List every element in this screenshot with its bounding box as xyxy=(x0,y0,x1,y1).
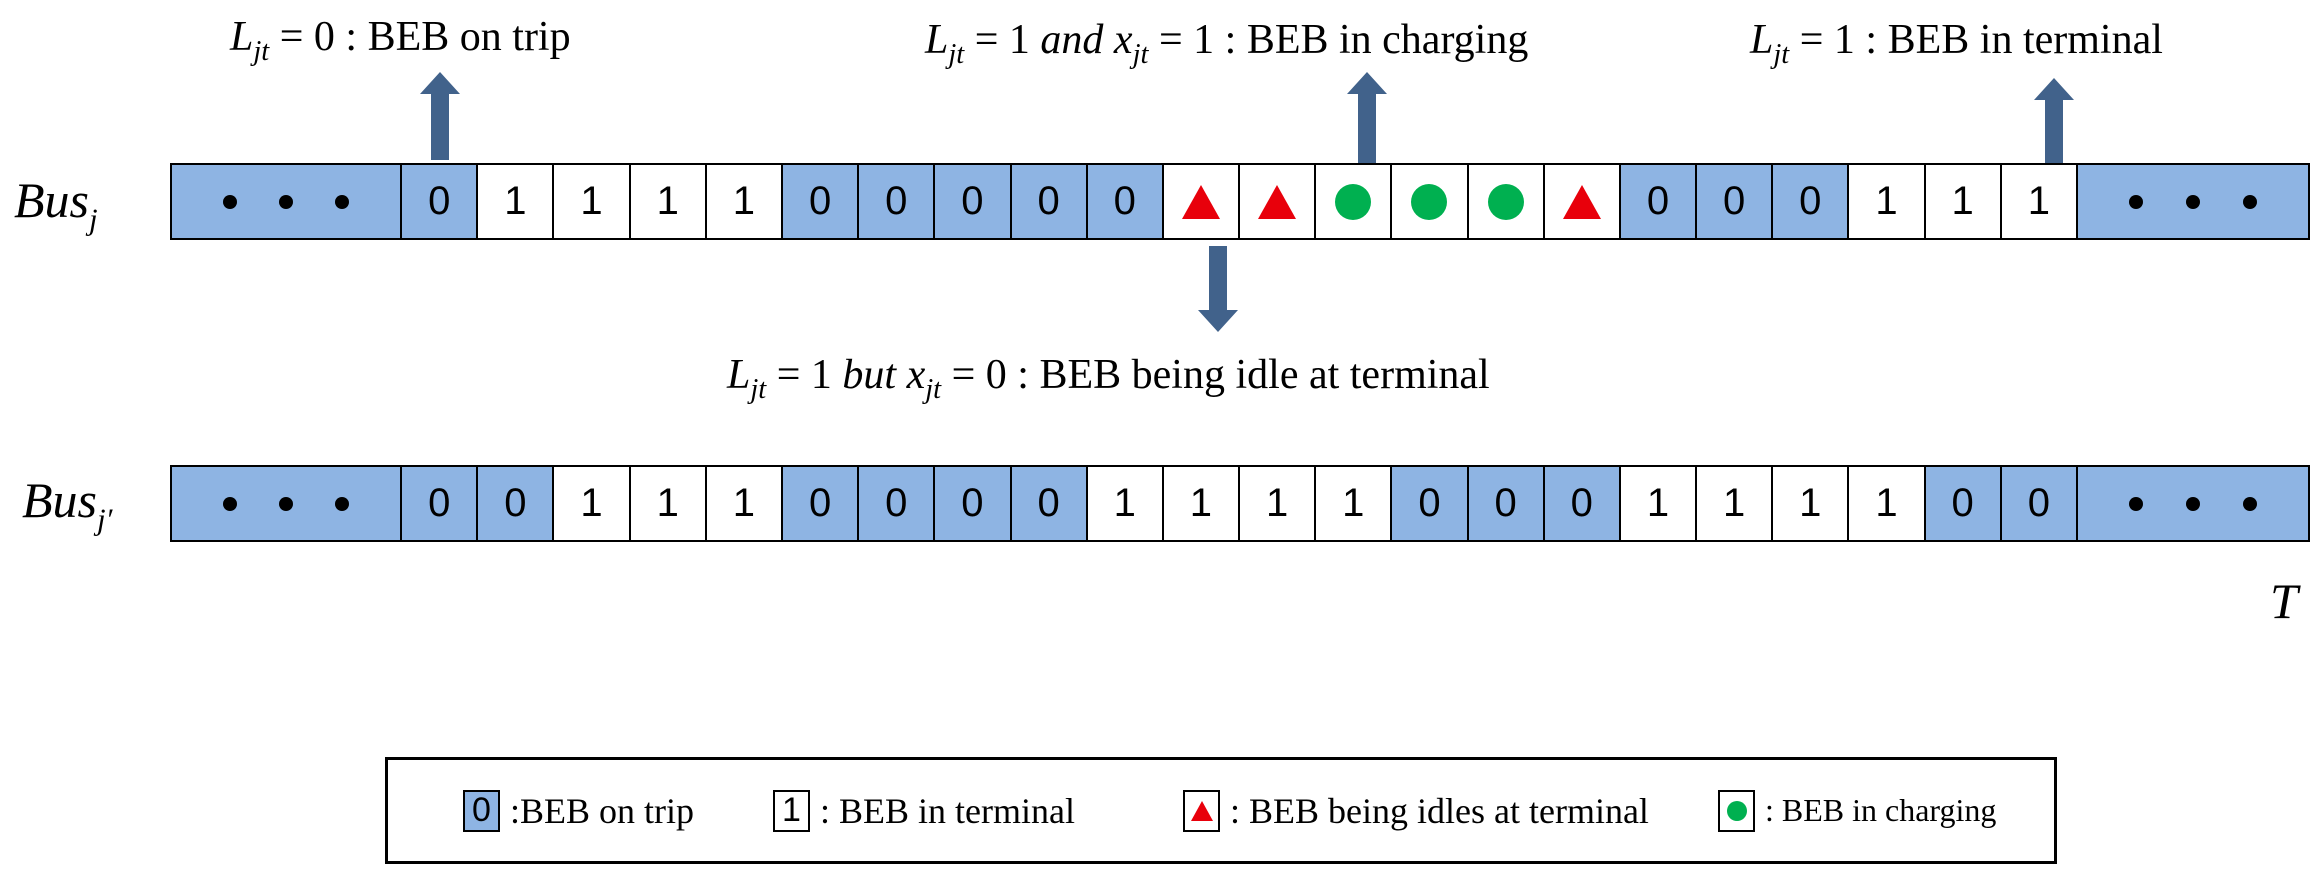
trip-cell: 0 xyxy=(402,467,479,540)
terminal-cell: 1 xyxy=(630,165,707,238)
legend-label-on-trip: :BEB on trip xyxy=(510,790,695,831)
annotation-idle: Ljt = 1 but xjt = 0 : BEB being idle at … xyxy=(727,352,1490,405)
legend-item-charging: : BEB in charging xyxy=(1718,760,1996,861)
dot-icon xyxy=(2242,496,2257,511)
annotation-terminal: Ljt = 1 : BEB in terminal xyxy=(1750,17,2163,70)
annotation-on-trip: Ljt = 0 : BEB on trip xyxy=(230,14,571,67)
terminal-cell: 1 xyxy=(1849,165,1926,238)
ellipsis-cell xyxy=(172,467,403,540)
legend-label-terminal: : BEB in terminal xyxy=(820,790,1075,831)
arrow-up-on-trip xyxy=(420,72,460,160)
legend-label-charging: : BEB in charging xyxy=(1765,792,1997,828)
annotation-charging: Ljt = 1 and xjt = 1 : BEB in charging xyxy=(925,17,1529,70)
trip-cell: 0 xyxy=(1011,467,1088,540)
terminal-cell: 1 xyxy=(1620,467,1698,540)
idle-cell xyxy=(1544,165,1621,238)
ellipsis-cell xyxy=(172,165,403,238)
trip-cell: 0 xyxy=(935,165,1012,238)
triangle-icon xyxy=(1181,184,1220,219)
terminal-cell: 1 xyxy=(1773,467,1850,540)
trip-cell: 0 xyxy=(782,467,860,540)
terminal-cell: 1 xyxy=(2001,165,2078,238)
legend-swatch-on-trip: 0 xyxy=(463,789,500,832)
bus-j-label: Busj xyxy=(14,172,98,237)
ellipsis-cell xyxy=(2077,165,2308,238)
dot-icon xyxy=(335,496,350,511)
idle-cell xyxy=(1163,165,1241,238)
trip-cell: 0 xyxy=(859,467,936,540)
trip-cell: 0 xyxy=(402,165,479,238)
circle-icon xyxy=(1726,800,1747,821)
legend-swatch-idle xyxy=(1183,789,1220,832)
arrow-up-charging xyxy=(1347,72,1387,164)
arrow-up-terminal xyxy=(2034,78,2074,164)
terminal-cell: 1 xyxy=(630,467,707,540)
trip-cell: 0 xyxy=(1925,467,2002,540)
trip-cell: 0 xyxy=(859,165,936,238)
trip-cell: 0 xyxy=(1011,165,1088,238)
dot-icon xyxy=(279,194,294,209)
charging-cell xyxy=(1468,165,1545,238)
terminal-cell: 1 xyxy=(1316,467,1393,540)
dot-icon xyxy=(335,194,350,209)
terminal-cell: 1 xyxy=(478,165,555,238)
dot-icon xyxy=(279,496,294,511)
trip-cell: 0 xyxy=(1773,165,1850,238)
trip-cell: 0 xyxy=(1468,467,1545,540)
legend-swatch-charging xyxy=(1718,789,1755,832)
terminal-cell: 1 xyxy=(1925,165,2002,238)
circle-icon xyxy=(1335,183,1372,220)
triangle-icon xyxy=(1258,184,1297,219)
terminal-cell: 1 xyxy=(554,165,631,238)
terminal-cell: 1 xyxy=(706,467,783,540)
bus-j-prime-label: Busj′ xyxy=(22,472,113,537)
arrow-down-idle xyxy=(1198,246,1238,332)
dot-icon xyxy=(2185,496,2200,511)
circle-icon xyxy=(1487,183,1524,220)
dot-icon xyxy=(2129,194,2144,209)
dot-icon xyxy=(2129,496,2144,511)
trip-cell: 0 xyxy=(478,467,555,540)
legend-label-idle: : BEB being idles at terminal xyxy=(1230,790,1649,831)
terminal-cell: 1 xyxy=(1163,467,1241,540)
terminal-cell: 1 xyxy=(554,467,631,540)
terminal-cell: 1 xyxy=(1849,467,1926,540)
terminal-cell: 1 xyxy=(706,165,783,238)
trip-cell: 0 xyxy=(935,467,1012,540)
dot-icon xyxy=(223,496,238,511)
terminal-cell: 1 xyxy=(1240,467,1317,540)
dot-icon xyxy=(2242,194,2257,209)
idle-cell xyxy=(1240,165,1317,238)
triangle-icon xyxy=(1190,800,1213,821)
trip-cell: 0 xyxy=(2001,467,2078,540)
ellipsis-cell xyxy=(2077,467,2308,540)
time-axis-label: T xyxy=(2270,573,2298,629)
trip-cell: 0 xyxy=(782,165,860,238)
terminal-cell: 1 xyxy=(1697,467,1774,540)
trip-cell: 0 xyxy=(1697,165,1774,238)
triangle-icon xyxy=(1562,184,1601,219)
dot-icon xyxy=(2185,194,2200,209)
dot-icon xyxy=(223,194,238,209)
trip-cell: 0 xyxy=(1620,165,1698,238)
legend-item-idle: : BEB being idles at terminal xyxy=(1183,760,1649,861)
trip-cell: 0 xyxy=(1544,467,1621,540)
charging-cell xyxy=(1392,165,1469,238)
terminal-cell: 1 xyxy=(1087,467,1164,540)
legend-item-terminal: 1 : BEB in terminal xyxy=(773,760,1075,861)
legend: 0 :BEB on trip 1 : BEB in terminal : BEB… xyxy=(385,757,2057,864)
charging-cell xyxy=(1316,165,1393,238)
legend-item-on-trip: 0 :BEB on trip xyxy=(463,760,694,861)
trip-cell: 0 xyxy=(1087,165,1164,238)
legend-swatch-terminal: 1 xyxy=(773,789,810,832)
circle-icon xyxy=(1411,183,1448,220)
trip-cell: 0 xyxy=(1392,467,1469,540)
